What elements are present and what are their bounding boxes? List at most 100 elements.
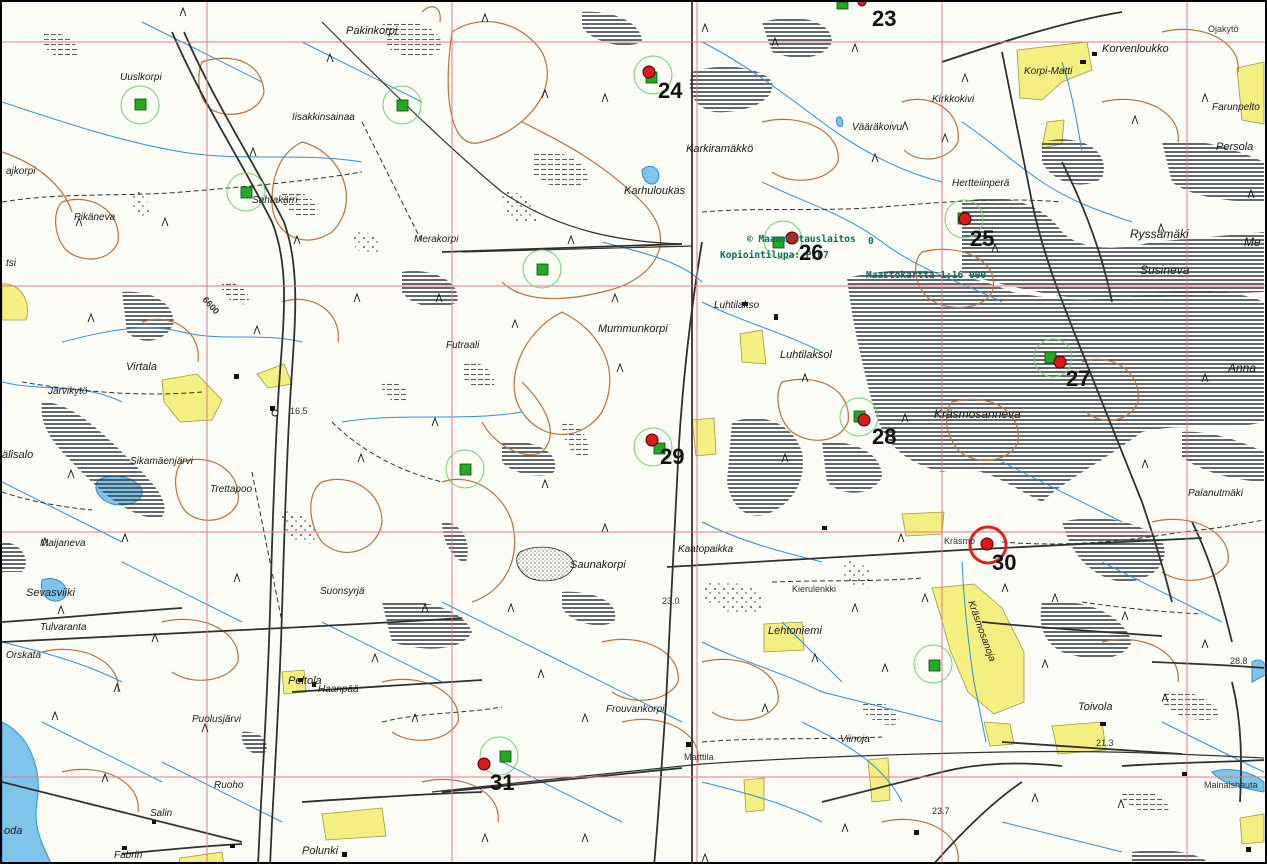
contour-lines bbox=[2, 6, 1239, 862]
label-kirkkokivi: Kirkkokivi bbox=[932, 94, 975, 105]
site-number-26: 26 bbox=[799, 240, 823, 265]
label-alisalo: älisalo bbox=[2, 449, 33, 461]
label-persola: Persola bbox=[1216, 141, 1253, 153]
permit-text: Kopiointilupa: P/07 bbox=[720, 250, 829, 261]
green-marker bbox=[836, 2, 849, 10]
highlight-ring[interactable] bbox=[968, 525, 1008, 565]
label-polunki: Polunki bbox=[302, 845, 339, 857]
label-karkiramakko: Karkiramäkkö bbox=[686, 143, 753, 155]
label-kierulenkki: Kierulenkki bbox=[792, 584, 836, 594]
place-labels: Pakinkorpi Uuslkorpi Iisakkinsainaa Saht… bbox=[2, 24, 1261, 861]
green-marker bbox=[240, 186, 253, 199]
scale-text: Maastokartta 1:16 000 bbox=[866, 270, 986, 281]
wet-forest-areas bbox=[42, 20, 1219, 814]
label-suonsyrja: Suonsyrjä bbox=[320, 586, 365, 597]
label-frouvankorpi: Frouvankorpi bbox=[606, 704, 665, 715]
label-luhtilakso: Luhtilakso bbox=[714, 300, 759, 311]
label-palanutmaki: Palanutmäki bbox=[1188, 488, 1244, 499]
red-marker bbox=[645, 433, 659, 447]
label-anna: Anna bbox=[1227, 361, 1256, 375]
label-kaatopaikka: Kaatopaikka bbox=[678, 544, 733, 555]
green-marker bbox=[499, 750, 512, 763]
red-marker bbox=[642, 65, 656, 79]
site-number-27: 27 bbox=[1066, 366, 1090, 391]
red-marker bbox=[958, 212, 972, 226]
site-number-31: 31 bbox=[490, 770, 514, 795]
green-marker bbox=[928, 659, 941, 672]
red-marker bbox=[477, 757, 491, 771]
label-ojakyto: Ojakytö bbox=[1208, 24, 1239, 34]
label-merakorpi: Merakorpi bbox=[414, 234, 459, 245]
site-numbers: 23 24 25 26 27 28 29 30 31 bbox=[490, 6, 1090, 795]
label-pikaneva: Pikäneva bbox=[74, 212, 116, 223]
label-maijaneva: Maijaneva bbox=[40, 538, 86, 549]
label-mummunkorpi: Mummunkorpi bbox=[598, 323, 668, 335]
label-peltola: Peltola bbox=[288, 675, 322, 687]
copyright-extra: 0 bbox=[868, 236, 874, 247]
label-viinoja: Viinoja bbox=[840, 734, 870, 745]
site-number-28: 28 bbox=[872, 424, 896, 449]
red-marker bbox=[857, 413, 871, 427]
label-me: Me bbox=[1244, 235, 1261, 249]
spot-height: 21.3 bbox=[1096, 738, 1114, 748]
spot-height: 16.5 bbox=[290, 406, 308, 416]
rock-areas bbox=[131, 191, 872, 614]
label-futraali: Futraali bbox=[446, 340, 480, 351]
label-farunpelto: Farunpelto bbox=[1212, 102, 1260, 113]
label-orskata: Orskata bbox=[6, 650, 41, 661]
green-marker bbox=[653, 442, 666, 455]
label-sikamaenjarvi: Sikamäenjärvi bbox=[130, 456, 194, 467]
label-rajkorpi: ajkorpi bbox=[6, 166, 36, 177]
label-ryssamaki: Ryssämäki bbox=[1130, 227, 1189, 241]
copyright-text: © Maanmittauslaitos bbox=[747, 234, 856, 245]
label-fabrin: Fabrin bbox=[114, 850, 143, 861]
label-karhuloukas: Karhuloukas bbox=[624, 185, 686, 197]
label-sevasviiki: Sevasviiki bbox=[26, 587, 75, 599]
label-sahtakarri: Sahtakärri bbox=[252, 195, 298, 206]
label-haanpaa: Haanpää bbox=[318, 684, 359, 695]
label-tulvaranta: Tulvaranta bbox=[40, 622, 87, 633]
label-toivola: Toivola bbox=[1078, 701, 1112, 713]
red-marker bbox=[857, 2, 867, 7]
label-krasmosanneva: Kräsmosanneva bbox=[934, 407, 1021, 421]
label-oda: oda bbox=[4, 825, 22, 837]
label-trettapoo: Trettapoo bbox=[210, 484, 252, 495]
red-marker bbox=[980, 537, 994, 551]
label-salin: Salin bbox=[150, 808, 173, 819]
label-susineva: Susineva bbox=[1140, 263, 1190, 277]
label-saunakorpi: Saunakorpi bbox=[570, 559, 626, 571]
map-stamp: © Maanmittauslaitos Kopiointilupa: P/07 … bbox=[720, 234, 986, 281]
label-tsi: tsi bbox=[6, 258, 17, 269]
label-luhtilaksol: Luhtilaksol bbox=[780, 349, 833, 361]
site-number-30: 30 bbox=[992, 550, 1016, 575]
label-uuslkorpi: Uuslkorpi bbox=[120, 72, 162, 83]
green-marker bbox=[772, 236, 785, 249]
spot-height: 23.7 bbox=[932, 806, 950, 816]
label-virtala: Virtala bbox=[126, 361, 157, 373]
label-mainaishauta: Mainaishauta bbox=[1204, 780, 1258, 790]
label-krasmo: Kräsmo bbox=[944, 536, 975, 546]
spot-height: 28.8 bbox=[1230, 656, 1248, 666]
green-marker bbox=[396, 99, 409, 112]
label-korvenloukko: Korvenloukko bbox=[1102, 43, 1169, 55]
label-lehtoniemi: Lehtoniemi bbox=[768, 625, 822, 637]
site-number-29: 29 bbox=[660, 444, 684, 469]
site-number-25: 25 bbox=[970, 226, 994, 251]
site-number-23: 23 bbox=[872, 6, 896, 31]
green-marker bbox=[459, 463, 472, 476]
small-features bbox=[122, 52, 1251, 857]
label-marttila: Marttila bbox=[684, 752, 714, 762]
spot-height: 23.0 bbox=[662, 596, 680, 606]
site-number-24: 24 bbox=[658, 78, 683, 103]
label-iisakkisaina: Iisakkinsainaa bbox=[292, 112, 355, 123]
red-marker bbox=[785, 231, 799, 245]
streams bbox=[2, 21, 1265, 853]
label-korpimatti: Korpi-Matti bbox=[1024, 66, 1073, 77]
green-marker bbox=[536, 263, 549, 276]
label-vaarakoivu: Vääräkoivu bbox=[852, 122, 902, 133]
buffer-circles bbox=[120, 55, 1073, 776]
green-marker bbox=[134, 98, 147, 111]
